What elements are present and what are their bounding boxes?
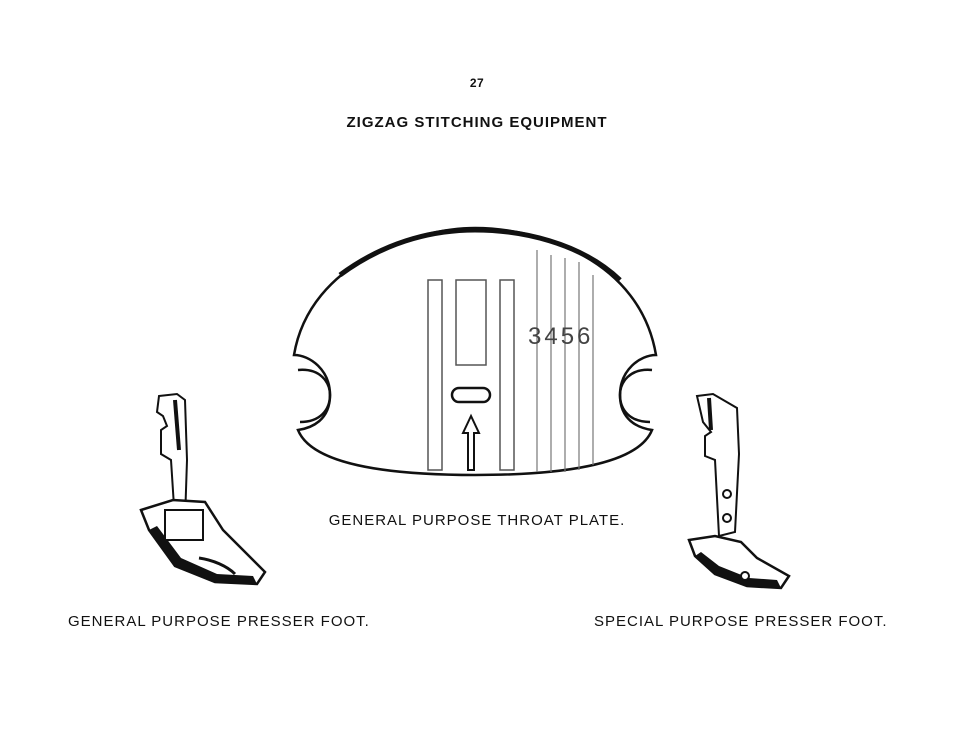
plate-markings: 3456 <box>528 323 593 350</box>
special-foot-toe-hole <box>740 571 750 581</box>
throat-plate-top-edge <box>338 227 622 282</box>
general-foot-shank <box>155 392 189 524</box>
special-presser-foot-illustration <box>687 392 791 590</box>
throat-plate-caption: GENERAL PURPOSE THROAT PLATE. <box>328 512 626 529</box>
page-title: ZIGZAG STITCHING EQUIPMENT <box>346 114 608 131</box>
general-foot-sole-shadow <box>149 526 257 584</box>
feed-slot-right <box>499 279 515 471</box>
page-number: 27 <box>469 76 485 90</box>
special-foot-sole-shadow <box>695 552 781 588</box>
throat-plate-illustration: 3456 <box>292 226 658 477</box>
special-foot-shank-edge <box>707 397 713 431</box>
feed-slot-center <box>455 279 487 366</box>
general-foot-caption: GENERAL PURPOSE PRESSER FOOT. <box>68 613 370 630</box>
seam-guide-lines <box>536 250 594 472</box>
needle-hole <box>450 386 492 404</box>
feed-slot-left <box>427 279 443 471</box>
special-foot-screw-top <box>722 489 732 499</box>
special-foot-caption: SPECIAL PURPOSE PRESSER FOOT. <box>594 613 888 630</box>
general-foot-block <box>164 509 204 541</box>
right-cutout <box>618 368 653 424</box>
left-cutout <box>297 368 332 424</box>
general-presser-foot-illustration <box>139 392 267 586</box>
special-foot-shank <box>695 392 741 538</box>
special-foot-screw-bottom <box>722 513 732 523</box>
general-foot-screw-slot <box>173 399 181 451</box>
arrow-icon <box>461 413 481 471</box>
general-foot-toe-slot <box>198 556 237 576</box>
